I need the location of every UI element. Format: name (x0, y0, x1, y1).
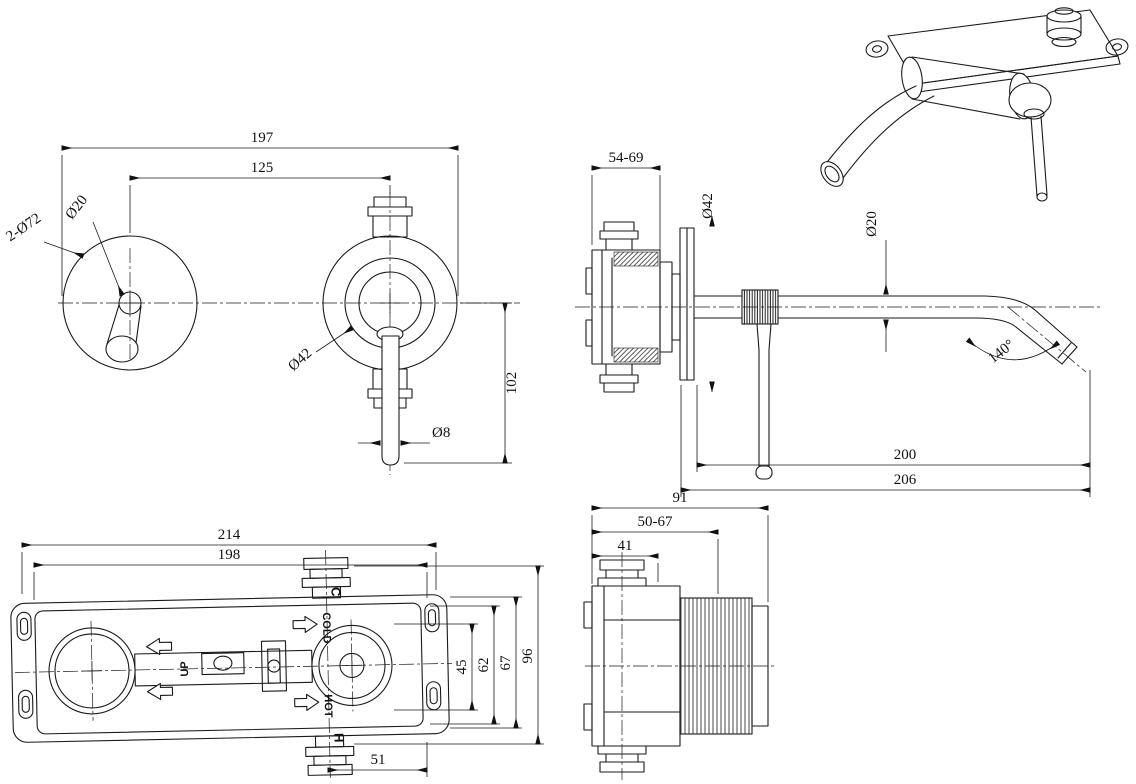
dim-v1: 45 (454, 660, 470, 675)
inlet-top-fitting (599, 221, 639, 251)
spout-outlet-opening (105, 335, 139, 363)
side-view (575, 221, 1100, 480)
cold-port-label: COLD (320, 612, 333, 643)
handle-3d (1008, 82, 1052, 202)
dim-overall-reach: 206 (894, 472, 917, 488)
hot-flow-arrow-icon (294, 693, 320, 711)
dim-spout-angle: 140° (985, 337, 1017, 367)
dim-spout-reach: 200 (894, 447, 917, 463)
side-view-dimensions: 54-69 Ø42 Ø20 140° 200 206 (591, 150, 1091, 497)
dim-trim-dia-side: Ø42 (700, 193, 716, 219)
dim-escutcheon-pair: 2-Ø72 (3, 210, 44, 245)
rough-in-box-inner (34, 602, 424, 735)
up-arrow-icon (145, 637, 173, 656)
hot-port-label: HOT (322, 694, 334, 718)
handle-stem (755, 323, 773, 480)
dim-inner-width: 198 (218, 547, 241, 563)
dim-overall-depth: 91 (673, 490, 688, 506)
cold-flow-arrow-icon (292, 615, 318, 633)
cold-port-letter: C (328, 587, 343, 597)
valve-top-fitting (367, 196, 413, 238)
dim-trim-dia-front: Ø42 (285, 345, 315, 374)
centerline-bend-axis (1007, 306, 1087, 373)
rough-in-front-dimensions: 214 198 45 62 67 96 51 (21, 527, 544, 777)
dim-handle-dia: Ø8 (432, 425, 450, 441)
bracket-ear-left (865, 40, 889, 58)
dim-spout-dia: Ø20 (864, 211, 880, 237)
spout-3d (820, 85, 935, 187)
rough-in-box-outer (10, 594, 450, 743)
dim-width-overall: 197 (251, 130, 274, 146)
mounting-bracket (887, 9, 1119, 85)
front-view-dimensions: 197 125 102 Ø8 Ø20 2-Ø72 Ø42 (3, 130, 520, 464)
dim-spout-outlet-dia: Ø20 (63, 192, 92, 222)
dim-v3: 67 (498, 655, 514, 671)
up-arrow-icon (146, 682, 174, 701)
dim-port-offset: 51 (371, 752, 386, 768)
dim-wall-adjust: 54-69 (609, 150, 644, 166)
hot-port-letter: H (331, 733, 346, 743)
spout-escutcheon (62, 235, 198, 371)
bracket-ear-right (1105, 38, 1129, 56)
dim-spout-to-valve: 125 (251, 160, 274, 176)
inlet-bottom-fitting (599, 363, 639, 393)
handle-lever (376, 326, 404, 466)
mounting-slot (16, 603, 442, 719)
dim-body-width: 214 (218, 527, 241, 543)
spout-tube (693, 295, 1078, 365)
front-view (58, 192, 520, 475)
dim-v4: 96 (520, 648, 536, 664)
rough-in-front-view: UP C COLD HOT H (10, 549, 452, 778)
rough-in-side-dimensions: 91 50-67 41 (591, 490, 769, 602)
dim-v2: 62 (476, 658, 492, 673)
dim-body-depth: 41 (618, 538, 633, 554)
isometric-view (820, 7, 1129, 202)
rough-in-side-view (583, 552, 775, 780)
dim-adjust-depth: 50-67 (638, 514, 673, 530)
top-knob (1046, 7, 1082, 48)
spout-root (118, 291, 142, 315)
dim-handle-drop: 102 (504, 372, 520, 395)
